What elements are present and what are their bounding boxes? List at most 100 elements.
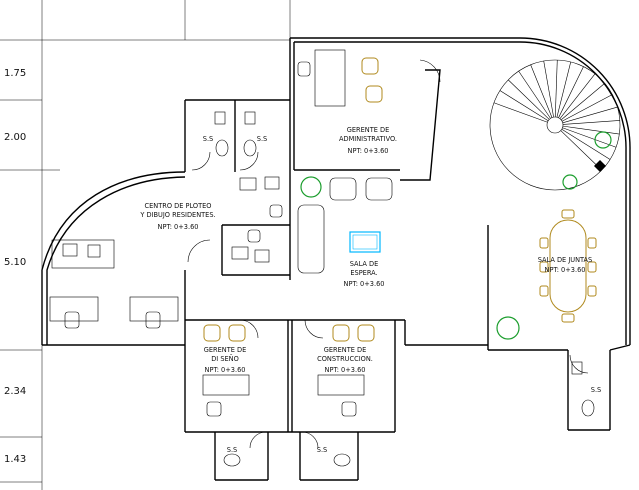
chair-icon <box>587 285 597 297</box>
stair-tread <box>559 73 596 119</box>
spiral-staircase <box>489 59 621 191</box>
dimension-label: 1.43 <box>4 454 26 465</box>
toilet-icon <box>333 453 351 467</box>
stair-tread <box>493 102 548 123</box>
sink-icon <box>244 111 256 125</box>
toilet-icon <box>223 453 241 467</box>
stair-tread <box>530 64 553 118</box>
chair-icon <box>361 57 379 75</box>
grid-lines <box>0 0 291 490</box>
toilet-icon <box>581 399 595 417</box>
plant-icon <box>300 176 322 198</box>
stair-tread <box>562 125 620 135</box>
stair-tread <box>562 127 617 148</box>
room-label: CONSTRUCCION. <box>317 355 373 363</box>
chair-icon <box>539 237 549 249</box>
chair-icon <box>587 261 597 273</box>
chair-icon <box>64 311 80 329</box>
stair-tread <box>556 61 572 118</box>
chair-icon <box>561 313 575 323</box>
center-table <box>349 231 381 253</box>
office-furniture <box>49 49 383 417</box>
plant-icon <box>496 316 520 340</box>
room-label: GERENTE DE <box>204 346 247 354</box>
chair-icon <box>539 261 549 273</box>
room-label: DI SEÑO <box>211 354 239 363</box>
chair-icon <box>206 401 222 417</box>
room-label: NPT: 0+3.60 <box>325 366 366 374</box>
sink-icon <box>571 361 583 375</box>
ss-label: S.S <box>257 135 267 143</box>
stair-tread <box>562 106 618 124</box>
room-label: NPT: 0+3.60 <box>158 223 199 231</box>
room-label: CENTRO DE PLOTEO <box>145 202 212 210</box>
room-label: NPT: 0+3.60 <box>205 366 246 374</box>
chair-icon <box>561 209 575 219</box>
toilet-icon <box>243 139 257 157</box>
conference-chairs <box>539 209 597 323</box>
chair-icon <box>228 324 246 342</box>
room-label: SALA DE <box>350 260 379 268</box>
room-label: SALA DE JUNTAS <box>538 256 593 264</box>
desk <box>314 49 346 107</box>
chair-icon <box>365 85 383 103</box>
stair-tread <box>561 94 613 122</box>
computer-icon <box>87 244 101 258</box>
chair-icon <box>332 324 350 342</box>
stair-tread <box>562 120 620 125</box>
plant-icon <box>594 160 606 172</box>
stair-tread <box>560 82 605 121</box>
desk <box>51 239 115 269</box>
room-label: GERENTE DE <box>347 126 390 134</box>
desk <box>49 296 99 322</box>
plant-icon <box>562 174 578 190</box>
center-table-inner <box>352 234 378 250</box>
chair-icon <box>587 237 597 249</box>
sink-icon <box>214 111 226 125</box>
chair-icon <box>145 311 161 329</box>
stair-tread <box>560 130 602 171</box>
room-label: Y DIBUJO RESIDENTES. <box>139 211 215 219</box>
dimension-label: 2.00 <box>4 132 26 143</box>
ss-label: S.S <box>317 446 327 454</box>
room-labels: GERENTE DE ADMINISTRATIVO. NPT: 0+3.60 C… <box>139 126 601 454</box>
exterior-walls <box>41 37 631 481</box>
room-label: GERENTE DE <box>324 346 367 354</box>
toilet-icon <box>215 139 229 157</box>
computer-icon <box>264 176 280 190</box>
desk <box>202 374 250 396</box>
waiting-room-furniture <box>297 177 393 274</box>
plants <box>300 131 612 340</box>
stair-steps <box>493 60 620 171</box>
dimension-labels: 1.75 2.00 5.10 2.34 1.43 <box>4 68 26 465</box>
room-label: NPT: 0+3.60 <box>348 147 389 155</box>
room-label: NPT: 0+3.60 <box>344 280 385 288</box>
door-swings <box>187 59 589 449</box>
room-label: ESPERA. <box>350 269 377 277</box>
stair-tread <box>499 90 549 122</box>
dimension-label: 1.75 <box>4 68 26 79</box>
stair-tread <box>508 79 550 120</box>
stair-tread <box>561 128 611 160</box>
chair-icon <box>341 401 357 417</box>
computer-icon <box>231 246 249 260</box>
conference-table <box>539 209 597 323</box>
chair-icon <box>539 285 549 297</box>
desk <box>129 296 179 322</box>
dimension-label: 5.10 <box>4 257 26 268</box>
ss-label: S.S <box>591 386 601 394</box>
chair-icon <box>357 324 375 342</box>
desk <box>317 374 365 396</box>
stair-tread <box>543 60 554 118</box>
room-label: NPT: 0+3.60 <box>545 266 586 274</box>
meeting-table <box>549 219 587 313</box>
stair-tread <box>554 60 558 118</box>
armchair <box>365 177 393 201</box>
chair-icon <box>269 204 283 218</box>
ss-label: S.S <box>203 135 213 143</box>
ss-label: S.S <box>227 446 237 454</box>
computer-icon <box>254 249 270 263</box>
dimension-label: 2.34 <box>4 386 26 397</box>
room-label: ADMINISTRATIVO. <box>339 135 397 143</box>
